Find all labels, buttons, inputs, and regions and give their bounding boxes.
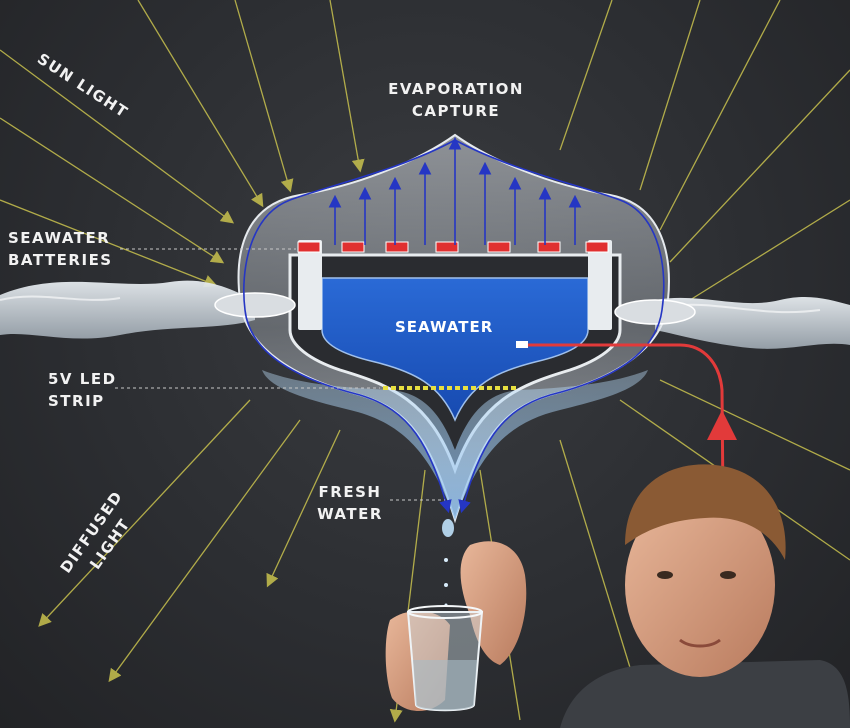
fresh-label-line1: FRESH	[318, 483, 382, 501]
batteries-label-line2: BATTERIES	[8, 251, 113, 269]
batteries-label-line1: SEAWATER	[8, 229, 111, 247]
evaporation-capture-label: EVAPORATION CAPTURE	[372, 78, 540, 122]
drinking-glass	[406, 605, 484, 712]
desalination-dome	[214, 133, 696, 524]
battery-caps	[297, 241, 609, 253]
seawater-batteries-label: SEAWATER BATTERIES	[8, 227, 113, 271]
evaporation-arrows	[243, 136, 665, 514]
seawater-batteries	[120, 240, 612, 330]
fresh-water-label: FRESH WATER	[314, 481, 386, 525]
led-label-line2: STRIP	[48, 392, 105, 410]
fresh-water-pointer	[390, 499, 454, 607]
battery-cells	[298, 240, 612, 330]
led-label-line1: 5V LED	[48, 370, 117, 388]
fresh-label-line2: WATER	[317, 505, 383, 523]
evaporation-label-line1: EVAPORATION	[388, 80, 524, 98]
seawater-label: SEAWATER	[395, 318, 494, 336]
led-strip-label: 5V LED STRIP	[48, 368, 117, 412]
sunlight-rays	[0, 0, 850, 301]
person	[385, 464, 850, 728]
evaporation-label-line2: CAPTURE	[411, 102, 501, 120]
sea-waves	[0, 280, 850, 349]
